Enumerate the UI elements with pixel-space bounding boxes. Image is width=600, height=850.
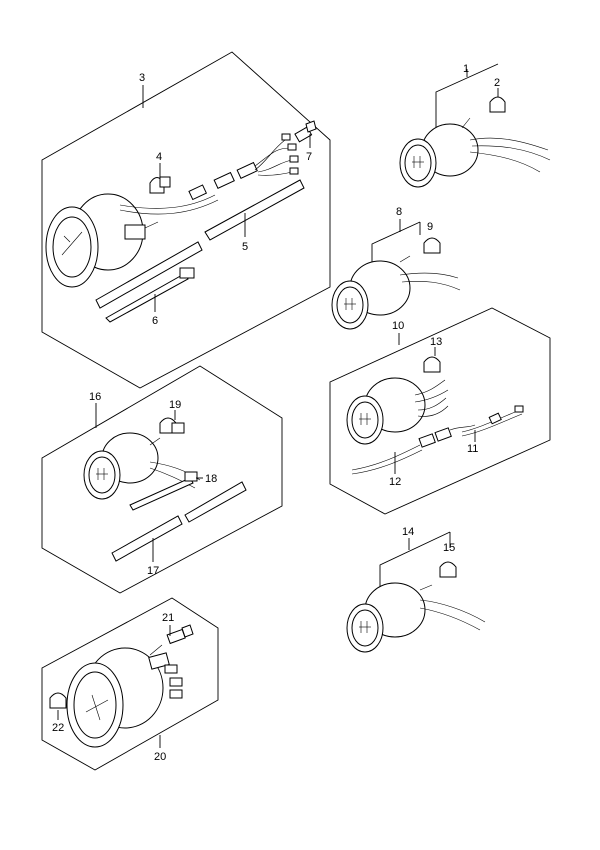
callout-14: 14 <box>402 526 414 538</box>
bulb-2[interactable] <box>489 96 506 113</box>
bulb-9[interactable] <box>423 237 441 254</box>
bulb-15[interactable] <box>439 561 457 578</box>
callout-17: 17 <box>147 565 159 577</box>
gauge-20[interactable] <box>66 644 183 748</box>
group-3 <box>41 51 331 389</box>
bulb-4[interactable] <box>149 176 171 194</box>
callout-5: 5 <box>242 241 248 253</box>
callout-15: 15 <box>443 542 455 554</box>
bulb-7[interactable] <box>294 120 317 143</box>
gauge-10[interactable] <box>346 377 449 445</box>
cable-tie-18[interactable] <box>129 471 198 511</box>
tube-17[interactable] <box>111 481 247 562</box>
group-10 <box>329 307 551 515</box>
harness-11[interactable] <box>461 405 524 437</box>
group-1 <box>399 63 551 188</box>
callout-13: 13 <box>430 336 442 348</box>
callout-2: 2 <box>494 77 500 89</box>
callout-21: 21 <box>162 612 174 624</box>
harness-3 <box>188 133 299 201</box>
gauge-16[interactable] <box>83 432 201 500</box>
group-20 <box>41 597 219 771</box>
group-8 <box>331 219 461 330</box>
bulb-13[interactable] <box>423 356 441 373</box>
callout-20: 20 <box>154 751 166 763</box>
callout-6: 6 <box>152 315 158 327</box>
callout-7: 7 <box>306 151 312 163</box>
gauge-8[interactable] <box>331 255 461 330</box>
callout-18: 18 <box>205 473 217 485</box>
harness-12[interactable] <box>351 424 476 475</box>
callout-8: 8 <box>396 206 402 218</box>
callout-19: 19 <box>169 399 181 411</box>
cable-tie-6[interactable] <box>105 267 195 323</box>
callout-10: 10 <box>392 320 404 332</box>
callout-4: 4 <box>156 151 162 163</box>
bulb-21[interactable] <box>166 624 194 645</box>
gauge-1[interactable] <box>399 117 551 188</box>
bulb-19[interactable] <box>159 417 185 434</box>
callout-12: 12 <box>389 476 401 488</box>
callout-11: 11 <box>467 443 478 455</box>
callout-3: 3 <box>139 72 145 84</box>
bulb-22[interactable] <box>49 692 67 709</box>
callout-1: 1 <box>463 63 469 75</box>
gauge-14[interactable] <box>346 582 486 653</box>
callout-16: 16 <box>89 391 101 403</box>
tube-5[interactable] <box>95 179 305 309</box>
callout-9: 9 <box>427 221 433 233</box>
group-16 <box>41 365 283 594</box>
gauge-3[interactable] <box>45 193 219 288</box>
group-14 <box>346 531 486 653</box>
callout-22: 22 <box>52 722 64 734</box>
